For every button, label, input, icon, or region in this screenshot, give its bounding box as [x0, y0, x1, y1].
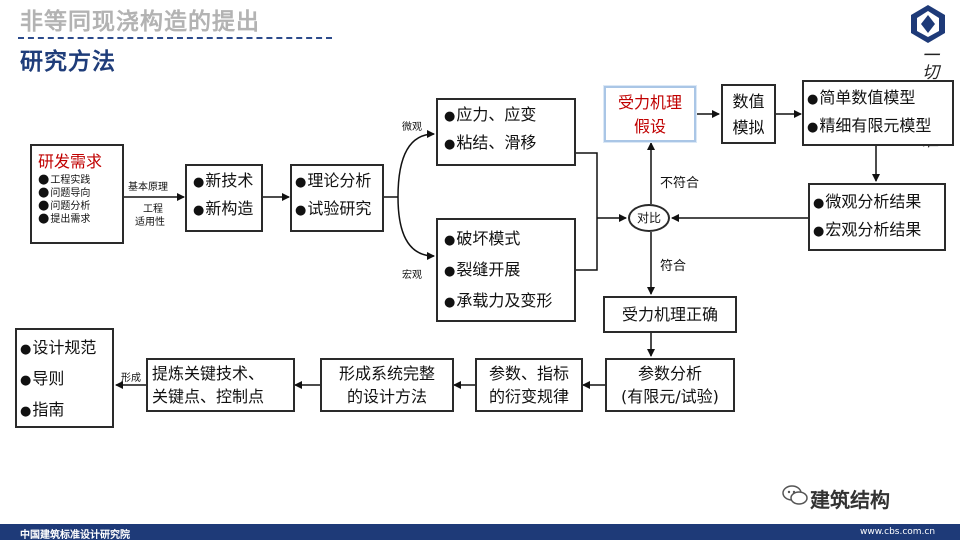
label-micro: 微观 [402, 122, 422, 133]
result-item: 宏观分析结果 [813, 217, 941, 245]
param-line: 参数分析 [637, 364, 702, 383]
line-macro-merge [576, 218, 598, 271]
spec-item: 导则 [20, 364, 109, 395]
label-macro: 宏观 [402, 270, 422, 281]
refine-line: 关键点、控制点 [152, 387, 265, 406]
arrow-to-macro [397, 196, 435, 260]
model-item: 简单数值模型 [807, 85, 949, 113]
need-item: 提出需求 [38, 213, 116, 226]
pattern-line: 参数、指标 [488, 364, 569, 383]
param-analysis-box: 参数分析 (有限元/试验) [605, 358, 735, 412]
mechanism-correct-box: 受力机理正确 [603, 296, 737, 333]
label-basic-principle: 基本原理 [128, 182, 168, 193]
wechat-icon [782, 485, 808, 505]
results-box: 微观分析结果 宏观分析结果 [808, 183, 946, 251]
macro-item: 裂缝开展 [444, 255, 568, 286]
numeric-line: 模拟 [732, 118, 765, 137]
hypothesis-line: 假设 [633, 117, 666, 136]
page-subtitle: 研究方法 [20, 49, 116, 75]
system-line: 形成系统完整 [338, 364, 435, 383]
micro-box: 应力、应变 粘结、滑移 [436, 98, 576, 166]
spec-box: 设计规范 导则 指南 [15, 328, 114, 428]
hypothesis-box: 受力机理 假设 [604, 86, 696, 142]
numeric-line: 数值 [732, 92, 765, 111]
spec-item: 指南 [20, 395, 109, 426]
new-tech-box: 新技术 新构造 [185, 164, 263, 232]
key-tech-box: 提炼关键技术、 关键点、控制点 [146, 358, 295, 412]
design-method-box: 形成系统完整 的设计方法 [320, 358, 454, 412]
pattern-line: 的衍变规律 [488, 387, 569, 406]
research-need-title: 研发需求 [38, 152, 103, 171]
system-line: 的设计方法 [346, 387, 427, 406]
compare-node: 对比 [628, 204, 670, 232]
param-line: (有限元/试验) [621, 387, 719, 406]
wechat-watermark: 建筑结构 [810, 488, 890, 512]
spec-item: 设计规范 [20, 333, 109, 364]
macro-item: 承载力及变形 [444, 286, 568, 317]
footer-org-name: 中国建筑标准设计研究院 [20, 530, 130, 541]
title-divider [18, 37, 332, 39]
footer-url: www.cbs.com.cn [860, 527, 936, 537]
need-item: 工程实践 [38, 174, 116, 187]
label-match: 符合 [660, 259, 687, 274]
refine-line: 提炼关键技术、 [152, 364, 265, 383]
model-item: 精细有限元模型 [807, 113, 949, 141]
tech-item: 新技术 [193, 168, 255, 196]
label-applicability: 适用性 [135, 217, 165, 228]
need-item: 问题导向 [38, 187, 116, 200]
macro-box: 破坏模式 裂缝开展 承载力及变形 [436, 218, 576, 322]
theory-box: 理论分析 试验研究 [290, 164, 384, 232]
theory-item: 理论分析 [295, 168, 379, 196]
need-item: 问题分析 [38, 200, 116, 213]
result-item: 微观分析结果 [813, 189, 941, 217]
label-nomatch: 不符合 [660, 176, 700, 191]
pattern-box: 参数、指标 的衍变规律 [475, 358, 583, 412]
theory-item: 试验研究 [295, 196, 379, 224]
research-need-box: 研发需求 工程实践 问题导向 问题分析 提出需求 [30, 144, 124, 244]
label-engineering: 工程 [143, 204, 163, 215]
arrow-to-micro [397, 130, 435, 198]
line-micro-merge [576, 152, 598, 218]
micro-item: 应力、应变 [444, 102, 568, 130]
numeric-sim-box: 数值 模拟 [721, 84, 776, 144]
micro-item: 粘结、滑移 [444, 130, 568, 158]
macro-item: 破坏模式 [444, 224, 568, 255]
page-title: 非等同现浇构造的提出 [20, 9, 260, 35]
institute-logo-icon [911, 5, 945, 43]
tech-item: 新构造 [193, 196, 255, 224]
models-box: 简单数值模型 精细有限元模型 [802, 80, 954, 146]
hypothesis-line: 受力机理 [617, 93, 682, 112]
label-form: 形成 [121, 373, 141, 384]
footer-bar [0, 524, 960, 540]
